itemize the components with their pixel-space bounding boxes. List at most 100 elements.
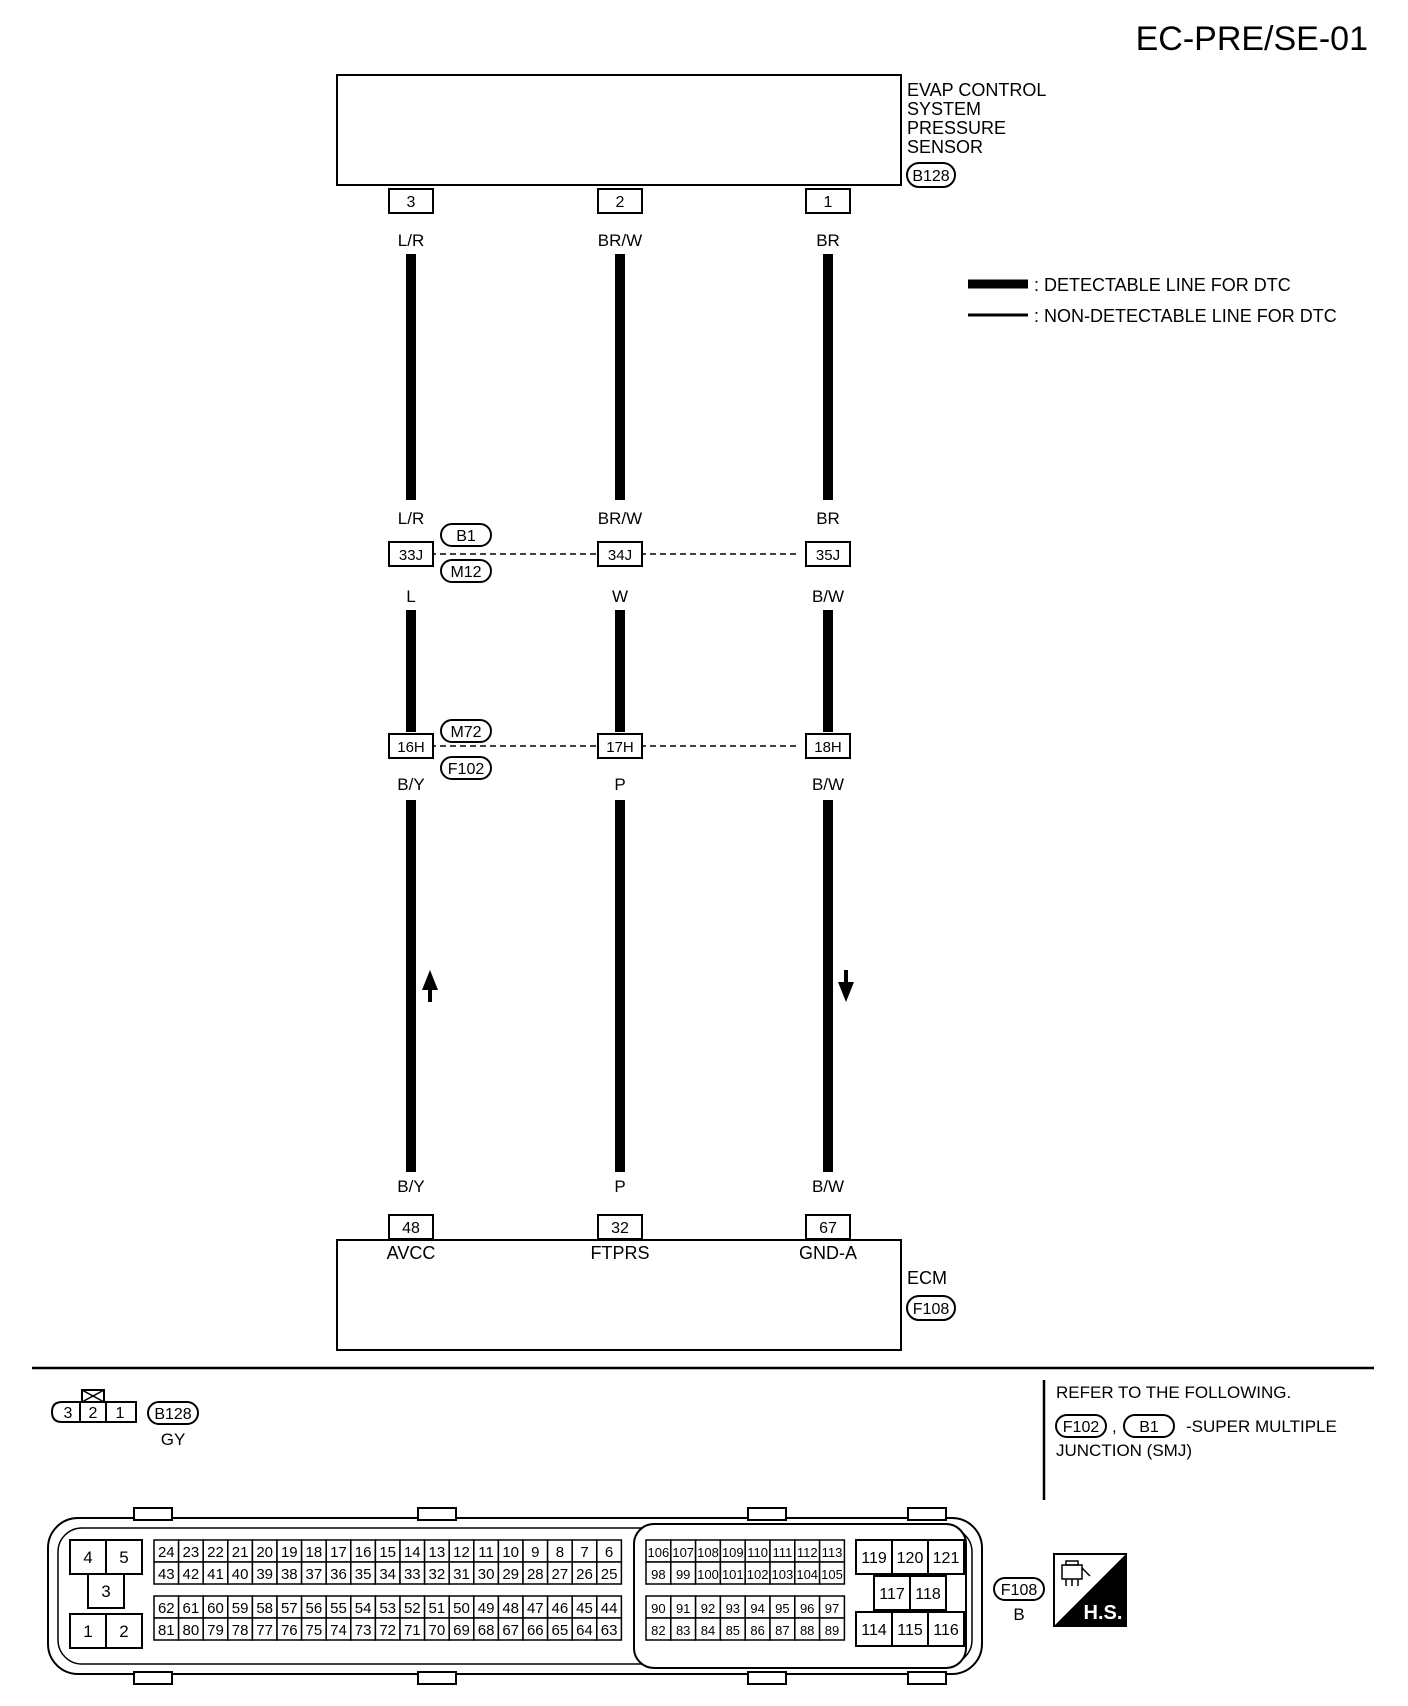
f108-pin-50: 50 [453,1600,470,1617]
junction1-pin-label: 35J [816,547,840,564]
b128-face-color: GY [161,1430,186,1449]
f108-pin-31: 31 [453,1566,470,1583]
junction2-pin-label: 18H [814,739,842,756]
f108-pin-44: 44 [601,1600,618,1617]
f108-pin-91: 91 [676,1601,690,1616]
j1-wire-bottom: B/W [812,587,844,606]
f108-pin-101: 101 [722,1567,744,1582]
f108-pin-68: 68 [478,1622,495,1639]
f108-pin-43: 43 [158,1566,175,1583]
f108-pin-23: 23 [183,1544,200,1561]
wire-color-top: BR [816,231,840,250]
f108-pin-75: 75 [306,1622,323,1639]
f108-pin-85: 85 [726,1623,740,1638]
circuit-gnd-a: 1 BR BR 35J B/W 18H B/W B/W 67 GND-A [799,188,857,1263]
f108-pin-11: 11 [478,1544,494,1561]
f108-pin-12: 12 [453,1544,470,1561]
junction1-connector-bottom: M12 [450,564,481,581]
f108-pin-19: 19 [281,1544,298,1561]
f108-pin-9: 9 [531,1544,539,1561]
f108-pin-64: 64 [576,1622,593,1639]
sensor-name-line-4: SENSOR [907,137,983,157]
f108-pin-3: 3 [101,1582,110,1601]
junction2-pin-label: 16H [397,739,425,756]
f108-left-block: 4 5 3 1 2 [69,1539,143,1649]
sensor-connector-label: B128 [912,168,949,185]
f108-pin-66: 66 [527,1622,544,1639]
f108-pin-72: 72 [379,1622,396,1639]
b128-pin-1: 1 [116,1405,125,1422]
ecm-wire-color: B/Y [397,1177,424,1196]
f108-pin-86: 86 [750,1623,764,1638]
ecm-name: ECM [907,1268,947,1288]
f108-pin-34: 34 [379,1566,396,1583]
f108-pin-32: 32 [429,1566,446,1583]
f108-pin-27: 27 [552,1566,569,1583]
f108-pin-121: 121 [933,1550,960,1567]
j2-wire-bottom: P [614,775,625,794]
ecm-connector-tag: F108 [906,1295,956,1321]
f108-pin-46: 46 [552,1600,569,1617]
f108-pin-7: 7 [580,1544,588,1561]
sensor-connector-tag: B128 [906,162,956,188]
f108-pin-112: 112 [797,1545,818,1560]
sensor-name-line-3: PRESSURE [907,118,1006,138]
f108-pin-106: 106 [648,1545,670,1560]
legend-detectable: : DETECTABLE LINE FOR DTC [1034,275,1291,295]
f108-pin-102: 102 [747,1567,769,1582]
f108-pin-107: 107 [672,1545,694,1560]
f108-pin-4: 4 [83,1548,92,1567]
f108-pin-57: 57 [281,1600,298,1617]
page-code: EC-PRE/SE-01 [1136,20,1368,58]
f108-pin-110: 110 [747,1545,768,1560]
f108-pin-8: 8 [556,1544,564,1561]
f108-face-color: B [1013,1605,1024,1624]
f108-pin-78: 78 [232,1622,249,1639]
f108-pin-55: 55 [330,1600,347,1617]
f108-pin-93: 93 [726,1601,740,1616]
f108-pin-67: 67 [502,1622,519,1639]
sensor-pin-label: 2 [616,194,625,211]
f108-pin-89: 89 [825,1623,839,1638]
junction1-pin-label: 34J [608,547,632,564]
b128-pin-3: 3 [64,1405,73,1422]
f108-pin-104: 104 [796,1567,818,1582]
sensor-name-line-2: SYSTEM [907,99,981,119]
legend-non-detectable: : NON-DETECTABLE LINE FOR DTC [1034,306,1337,326]
f108-pin-84: 84 [701,1623,715,1638]
f108-pin-21: 21 [232,1544,249,1561]
harness-side-badge: H.S. [1053,1553,1127,1627]
f108-pin-118: 118 [915,1586,941,1603]
circuit-ftprs: 2 BR/W BR/W 34J W 17H P P 32 FTPRS [590,188,650,1263]
f108-pin-22: 22 [207,1544,224,1561]
f108-pin-65: 65 [552,1622,569,1639]
b128-face-connector: B128 [154,1406,191,1423]
refer-note: REFER TO THE FOLLOWING. F102 , B1 -SUPER… [1055,1383,1337,1460]
connector-plug-icon [1061,1560,1091,1586]
f108-pin-29: 29 [502,1566,519,1583]
junction2-pin-label: 17H [606,739,634,756]
refer-line2: JUNCTION (SMJ) [1056,1441,1192,1460]
f108-pin-30: 30 [478,1566,495,1583]
refer-conn-b: B1 [1139,1419,1159,1436]
evap-pressure-sensor-box [336,74,902,186]
wire-color-top: BR/W [598,231,642,250]
junction2-connector-top: M72 [450,724,481,741]
f108-pin-73: 73 [355,1622,372,1639]
f108-pin-5: 5 [119,1548,128,1567]
f108-pin-62: 62 [158,1600,175,1617]
f108-pin-1: 1 [83,1622,92,1641]
sensor-pin-label: 1 [824,194,833,211]
sensor-pin-box [597,188,643,214]
b128-connector-face: 3 2 1 B128 GY [50,1389,199,1449]
ecm-pin-label: 48 [402,1220,420,1237]
f108-pin-24: 24 [158,1544,175,1561]
refer-suffix: -SUPER MULTIPLE [1186,1417,1337,1436]
f108-pin-cell [818,1561,846,1585]
sensor-name-line-1: EVAP CONTROL [907,80,1046,100]
f108-pin-113: 113 [822,1545,843,1560]
f108-pin-61: 61 [183,1600,200,1617]
f108-pin-42: 42 [183,1566,200,1583]
refer-title: REFER TO THE FOLLOWING. [1056,1383,1291,1402]
